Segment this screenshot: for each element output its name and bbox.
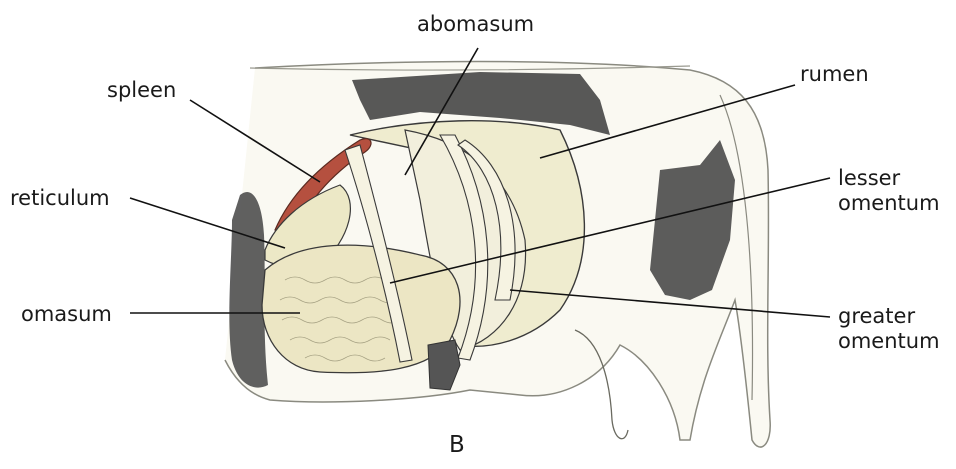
label-greater-omentum-line1: greater — [838, 304, 940, 329]
label-reticulum: reticulum — [10, 186, 110, 210]
label-lesser-omentum-line1: lesser — [838, 166, 940, 191]
panel-letter: B — [449, 432, 465, 458]
label-greater-omentum-line2: omentum — [838, 329, 940, 354]
label-lesser-omentum: lesser omentum — [838, 166, 940, 216]
label-abomasum: abomasum — [417, 12, 534, 36]
label-rumen: rumen — [800, 62, 869, 86]
dark-patch-left — [229, 192, 268, 388]
label-lesser-omentum-line2: omentum — [838, 191, 940, 216]
label-omasum: omasum — [21, 302, 112, 326]
label-greater-omentum: greater omentum — [838, 304, 940, 354]
label-spleen: spleen — [107, 78, 176, 102]
